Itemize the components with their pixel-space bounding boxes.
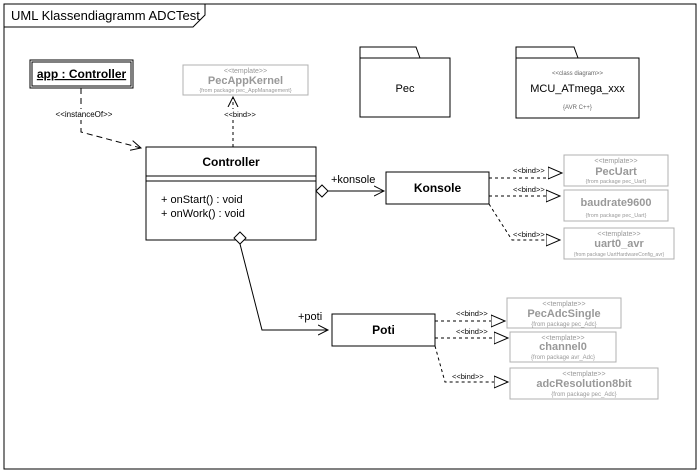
pecappkernel-stereotype: <<template>>: [224, 68, 267, 75]
instance-app-controller[interactable]: app : Controller: [29, 59, 134, 89]
association-konsole: +konsole: [315, 174, 384, 198]
channel-name: channel0: [539, 341, 587, 353]
pecappkernel-package: {from package pec_AppManagement}: [199, 88, 292, 94]
instanceof-label: <<instanceOf>>: [56, 110, 113, 119]
class-controller[interactable]: Controller + onStart() : void + onWork()…: [145, 146, 317, 241]
poti-bind-label-2: <<bind>>: [456, 327, 488, 336]
pecadc-package: {from package pec_Adc}: [531, 322, 596, 328]
poti-bind-channel: <<bind>>: [435, 327, 508, 338]
template-pecadcsingle[interactable]: <<template>> PecAdcSingle {from package …: [506, 297, 622, 329]
konsole-bind-pecuart: <<bind>>: [489, 166, 562, 178]
controller-op-onwork: + onWork() : void: [161, 208, 245, 220]
adcres-stereotype: <<template>>: [562, 371, 605, 378]
pecadc-name: PecAdcSingle: [527, 308, 600, 320]
konsole-bind-label-2: <<bind>>: [513, 185, 545, 194]
konsole-bind-label-3: <<bind>>: [513, 230, 545, 239]
template-baudrate9600[interactable]: baudrate9600 {from package pec_Uart}: [563, 189, 669, 222]
frame-title: UML Klassendiagramm ADCTest: [11, 8, 200, 23]
package-mcu-note: {AVR C++}: [563, 105, 592, 111]
class-konsole[interactable]: Konsole: [385, 171, 490, 205]
role-poti: +poti: [298, 311, 322, 323]
controller-name: Controller: [202, 155, 260, 169]
template-uart0-avr[interactable]: <<template>> uart0_avr {from package Uar…: [563, 227, 675, 260]
instanceof-dependency: <<instanceOf>>: [55, 88, 141, 148]
uart0-name: uart0_avr: [594, 238, 644, 250]
package-mcu-name: MCU_ATmega_xxx: [530, 83, 625, 95]
template-adcresolution8bit[interactable]: <<template>> adcResolution8bit {from pac…: [509, 367, 659, 400]
uart0-stereotype: <<template>>: [597, 231, 640, 238]
template-pecuart[interactable]: <<template>> PecUart {from package pec_U…: [563, 154, 669, 187]
instance-label: app : Controller: [37, 67, 127, 81]
channel-package: {from package avr_Adc}: [531, 355, 595, 361]
adcres-name: adcResolution8bit: [536, 378, 632, 390]
poti-name: Poti: [372, 323, 395, 337]
association-poti: +poti: [233, 231, 328, 330]
poti-bind-label-3: <<bind>>: [452, 372, 484, 381]
package-mcu-stereotype: <<class diagram>>: [552, 71, 604, 77]
konsole-bind-uart0: <<bind>>: [488, 203, 560, 240]
adcres-package: {from package pec_Adc}: [551, 392, 616, 398]
template-channel0[interactable]: <<template>> channel0 {from package avr_…: [509, 331, 617, 363]
pecuart-package: {from package pec_Uart}: [586, 179, 647, 185]
pecappkernel-name: PecAppKernel: [208, 75, 283, 87]
package-pec[interactable]: Pec: [359, 46, 451, 118]
channel-stereotype: <<template>>: [541, 335, 584, 342]
baudrate-name: baudrate9600: [581, 197, 652, 209]
controller-bind-pecappkernel: <<bind>>: [218, 97, 256, 147]
poti-bind-pecadc: <<bind>>: [435, 309, 505, 321]
pecadc-stereotype: <<template>>: [542, 301, 585, 308]
konsole-name: Konsole: [414, 181, 462, 195]
role-konsole: +konsole: [331, 174, 375, 186]
class-poti[interactable]: Poti: [331, 313, 436, 347]
package-mcu[interactable]: <<class diagram>> MCU_ATmega_xxx {AVR C+…: [515, 46, 640, 119]
pecuart-stereotype: <<template>>: [594, 158, 637, 165]
diagram-frame: UML Klassendiagramm ADCTest: [3, 3, 697, 470]
pecuart-name: PecUart: [595, 166, 637, 178]
controller-bind-label: <<bind>>: [224, 110, 256, 119]
uart0-package: {from package UartHardwareConfig_avr}: [574, 252, 665, 258]
konsole-bind-label-1: <<bind>>: [513, 166, 545, 175]
package-pec-name: Pec: [396, 83, 415, 95]
poti-bind-adcres: <<bind>>: [434, 345, 508, 382]
baudrate-package: {from package pec_Uart}: [586, 213, 647, 219]
controller-op-onstart: + onStart() : void: [161, 194, 243, 206]
template-pecappkernel[interactable]: <<template>> PecAppKernel {from package …: [182, 64, 309, 96]
poti-bind-label-1: <<bind>>: [456, 309, 488, 318]
konsole-bind-baudrate: <<bind>>: [489, 185, 560, 196]
